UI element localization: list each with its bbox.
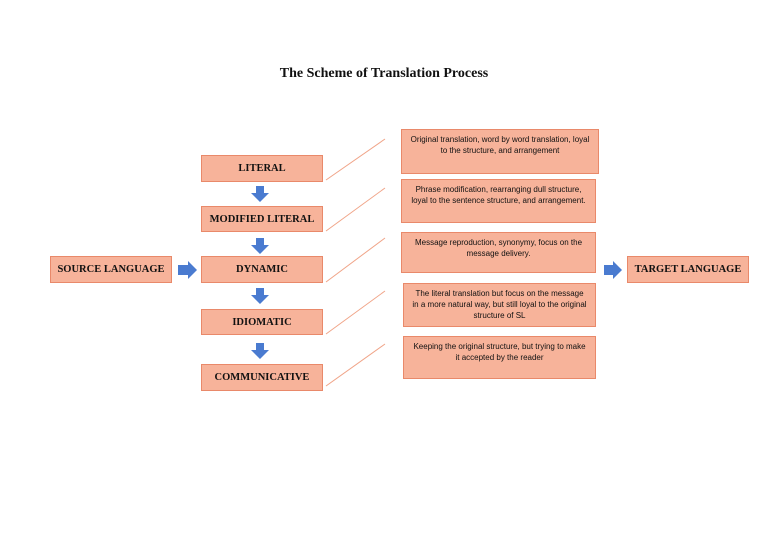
description-communicative: Keeping the original structure, but tryi… (403, 336, 596, 379)
connector-line (325, 237, 386, 283)
down-arrow-icon (251, 288, 269, 304)
target-language-box: TARGET LANGUAGE (627, 256, 749, 283)
stage-modified-literal: MODIFIED LITERAL (201, 206, 323, 232)
right-arrow-icon (178, 261, 197, 279)
stage-literal: LITERAL (201, 155, 323, 182)
description-literal: Original translation, word by word trans… (401, 129, 599, 174)
down-arrow-icon (251, 186, 269, 202)
description-modified-literal: Phrase modification, rearranging dull st… (401, 179, 596, 223)
stage-communicative: COMMUNICATIVE (201, 364, 323, 391)
connector-line (325, 343, 386, 387)
right-arrow-icon (604, 261, 622, 279)
connector-line (325, 138, 386, 181)
down-arrow-icon (251, 343, 269, 359)
stage-dynamic: DYNAMIC (201, 256, 323, 283)
diagram-title: The Scheme of Translation Process (279, 66, 489, 81)
description-idiomatic: The literal translation but focus on the… (403, 283, 596, 327)
down-arrow-icon (251, 238, 269, 254)
stage-idiomatic: IDIOMATIC (201, 309, 323, 335)
description-dynamic: Message reproduction, synonymy, focus on… (401, 232, 596, 273)
source-language-box: SOURCE LANGUAGE (50, 256, 172, 283)
connector-line (325, 187, 386, 232)
connector-line (325, 290, 386, 335)
